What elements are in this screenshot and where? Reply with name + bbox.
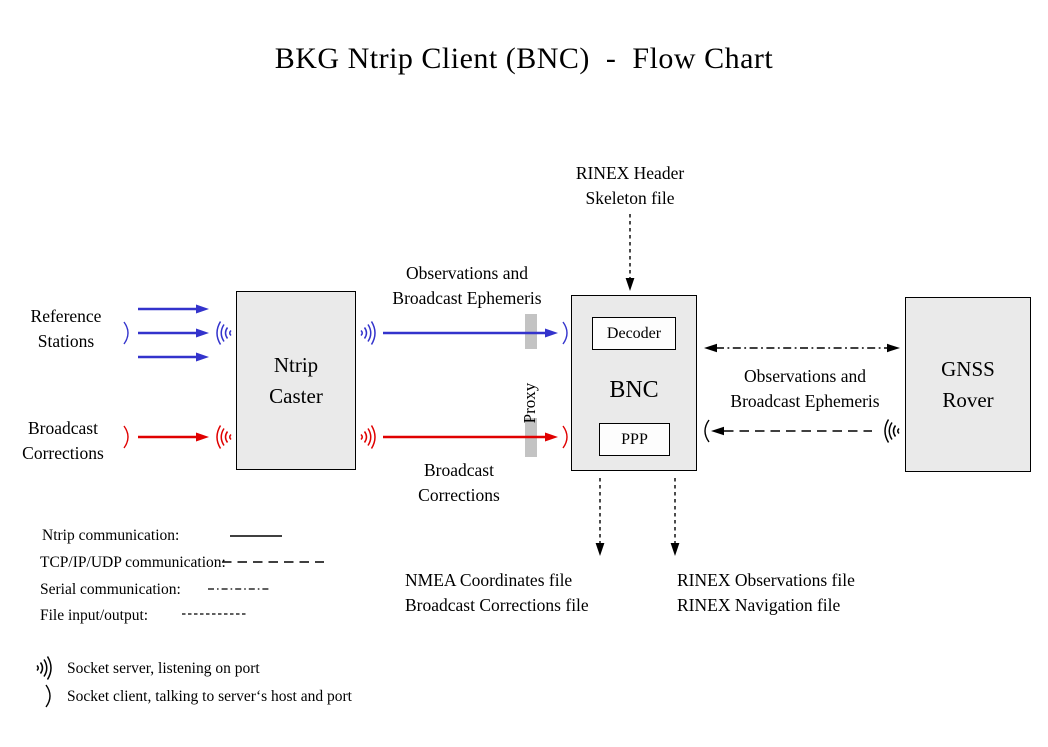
socket-client-icon bbox=[123, 425, 129, 449]
node-decoder[interactable]: Decoder bbox=[592, 317, 676, 350]
rinex-header-skeleton-label: RINEX Header Skeleton file bbox=[575, 163, 685, 208]
broadcast-corrections-left-arrow bbox=[138, 432, 209, 442]
bnc-output-arrows bbox=[595, 478, 680, 556]
socket-client-icon bbox=[704, 419, 710, 443]
socket-server-icon bbox=[360, 424, 376, 450]
broadcast-corrections-left-label: Broadcast Corrections bbox=[22, 418, 104, 463]
legend-file-io: File input/output: bbox=[40, 607, 149, 624]
legend-tcp-communication: TCP/IP/UDP communication: bbox=[40, 554, 226, 571]
arrowhead bbox=[595, 543, 605, 556]
page-title: BKG Ntrip Client (BNC) - Flow Chart bbox=[274, 42, 774, 75]
socket-client-icon bbox=[562, 425, 568, 449]
legend-socket-client: Socket client, talking to server‘s host … bbox=[67, 688, 352, 705]
socket-server-icon bbox=[884, 418, 900, 444]
socket-server-legend-icon bbox=[36, 655, 52, 681]
legend-socket-server: Socket server, listening on port bbox=[67, 660, 260, 677]
arrowhead bbox=[545, 432, 558, 442]
nmea-output-label: NMEA Coordinates file Broadcast Correcti… bbox=[405, 570, 589, 615]
legend-ntrip-communication: Ntrip communication: bbox=[42, 527, 180, 544]
reference-stations-label: Reference Stations bbox=[30, 306, 102, 351]
arrowhead-right bbox=[887, 343, 900, 353]
socket-client-icon bbox=[562, 321, 568, 345]
arrowhead bbox=[670, 543, 680, 556]
arrowhead bbox=[711, 426, 724, 436]
arrowhead bbox=[196, 304, 209, 314]
caster-to-bnc-corrections-arrow bbox=[383, 432, 558, 442]
socket-client-legend-icon bbox=[45, 684, 51, 708]
arrowhead bbox=[196, 432, 209, 442]
obs-ephemeris-right-label: Observations and Broadcast Ephemeris bbox=[730, 366, 880, 411]
broadcast-corrections-mid-label: Broadcast Corrections bbox=[418, 460, 500, 505]
arrowhead-left bbox=[704, 343, 717, 353]
socket-server-icon bbox=[216, 320, 232, 346]
socket-client-icon bbox=[123, 321, 129, 345]
socket-server-icon bbox=[360, 320, 376, 346]
legend-line-samples bbox=[182, 535, 324, 615]
legend-serial-communication: Serial communication: bbox=[40, 581, 181, 598]
bnc-rover-serial-arrow bbox=[704, 343, 900, 353]
rinex-output-label: RINEX Observations file RINEX Navigation… bbox=[677, 570, 855, 615]
rover-to-bnc-tcp-arrow bbox=[711, 426, 872, 436]
arrowhead bbox=[625, 278, 635, 291]
socket-server-icon bbox=[216, 424, 232, 450]
rinex-skeleton-input-arrow bbox=[625, 214, 635, 291]
caster-to-bnc-obs-arrow bbox=[383, 328, 558, 338]
reference-station-arrows bbox=[138, 304, 209, 362]
bnc-label: BNC bbox=[609, 377, 659, 403]
arrowhead bbox=[545, 328, 558, 338]
arrowhead bbox=[196, 328, 209, 338]
arrowhead bbox=[196, 352, 209, 362]
proxy-bar-top bbox=[525, 314, 537, 349]
node-ppp[interactable]: PPP bbox=[599, 423, 670, 456]
node-gnss-rover[interactable]: GNSS Rover bbox=[905, 297, 1031, 472]
node-ntrip-caster[interactable]: Ntrip Caster bbox=[236, 291, 356, 470]
obs-ephemeris-left-label: Observations and Broadcast Ephemeris bbox=[392, 263, 542, 308]
